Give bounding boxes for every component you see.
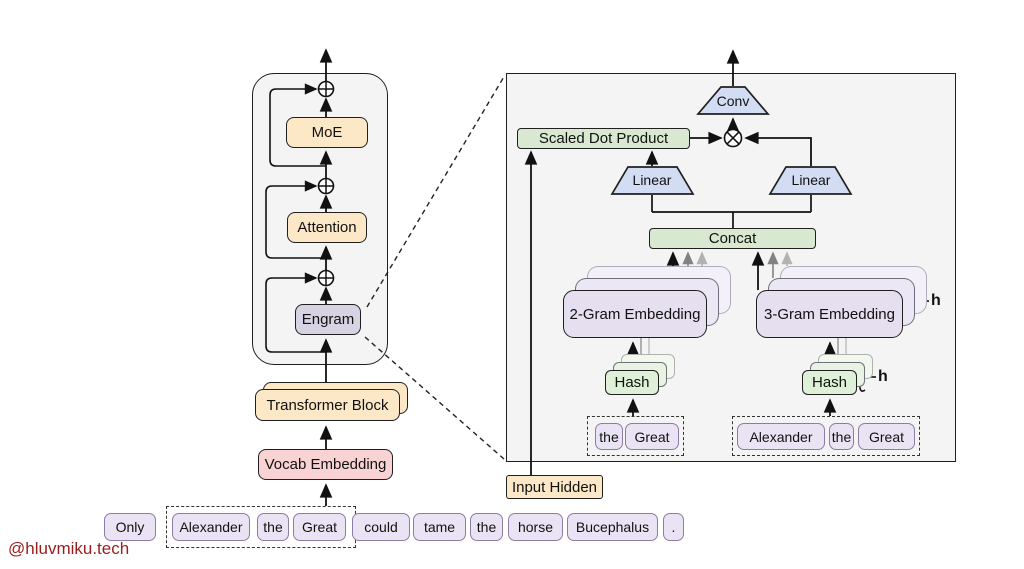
- trigram-token: Alexander: [737, 423, 825, 450]
- sentence-token: the: [257, 513, 289, 541]
- bigram-token-group: [587, 416, 684, 456]
- sentence-token: .: [663, 513, 684, 541]
- linear-left-trapezoid: [610, 166, 695, 195]
- engram-label: Engram: [301, 311, 355, 328]
- linear-right-label: Linear: [791, 172, 831, 188]
- moe-label: MoE: [311, 124, 343, 141]
- sentence-token: horse: [508, 513, 563, 541]
- sentence-token: the: [470, 513, 503, 541]
- conv-trapezoid: [696, 86, 770, 115]
- trigram-token: Great: [858, 423, 915, 450]
- sentence-token: could: [352, 513, 410, 541]
- h-count-label-hash: h: [878, 368, 888, 385]
- linear-right-trapezoid: [768, 166, 853, 195]
- watermark-text: @hluvmiku.tech: [8, 539, 130, 558]
- sentence-token: Great: [293, 513, 346, 541]
- concat-label: Concat: [708, 230, 757, 247]
- conv-label: Conv: [716, 93, 750, 109]
- scaled-dot-product-block: Scaled Dot Product: [517, 128, 690, 149]
- bigram-token: Great: [625, 423, 679, 450]
- sentence-token: Only: [104, 513, 156, 541]
- h-count-label-embedding: h: [931, 292, 941, 309]
- attention-block: Attention: [287, 212, 367, 243]
- moe-block: MoE: [286, 117, 368, 148]
- input-hidden-tag: Input Hidden: [506, 475, 603, 499]
- vocab-embedding-label: Vocab Embedding: [264, 456, 387, 473]
- linear-left-label: Linear: [632, 172, 672, 188]
- three-gram-embedding-label: 3-Gram Embedding: [764, 305, 895, 323]
- three-gram-embedding-block: 3-Gram Embedding: [756, 290, 903, 338]
- transformer-block: Transformer Block: [255, 389, 400, 421]
- sentence-token: tame: [413, 513, 466, 541]
- hash-right-label: Hash: [811, 374, 848, 391]
- bigram-token: the: [595, 423, 623, 450]
- transformer-block-label: Transformer Block: [266, 396, 389, 414]
- hash-left-label: Hash: [614, 374, 650, 391]
- engram-block: Engram: [295, 304, 361, 335]
- sentence-token: Alexander: [172, 513, 250, 541]
- trigram-token: the: [829, 423, 854, 450]
- hash-left-block: Hash: [605, 370, 659, 395]
- attention-label: Attention: [297, 219, 357, 236]
- two-gram-embedding-block: 2-Gram Embedding: [563, 290, 707, 338]
- vocab-embedding-block: Vocab Embedding: [258, 449, 393, 480]
- two-gram-embedding-label: 2-Gram Embedding: [569, 305, 701, 323]
- sentence-token: Bucephalus: [567, 513, 658, 541]
- input-hidden-label: Input Hidden: [511, 478, 598, 496]
- hash-right-block: Hash: [802, 370, 857, 395]
- trigram-token-group: [732, 416, 920, 456]
- scaled-dot-product-label: Scaled Dot Product: [538, 130, 669, 147]
- concat-block: Concat: [649, 228, 816, 249]
